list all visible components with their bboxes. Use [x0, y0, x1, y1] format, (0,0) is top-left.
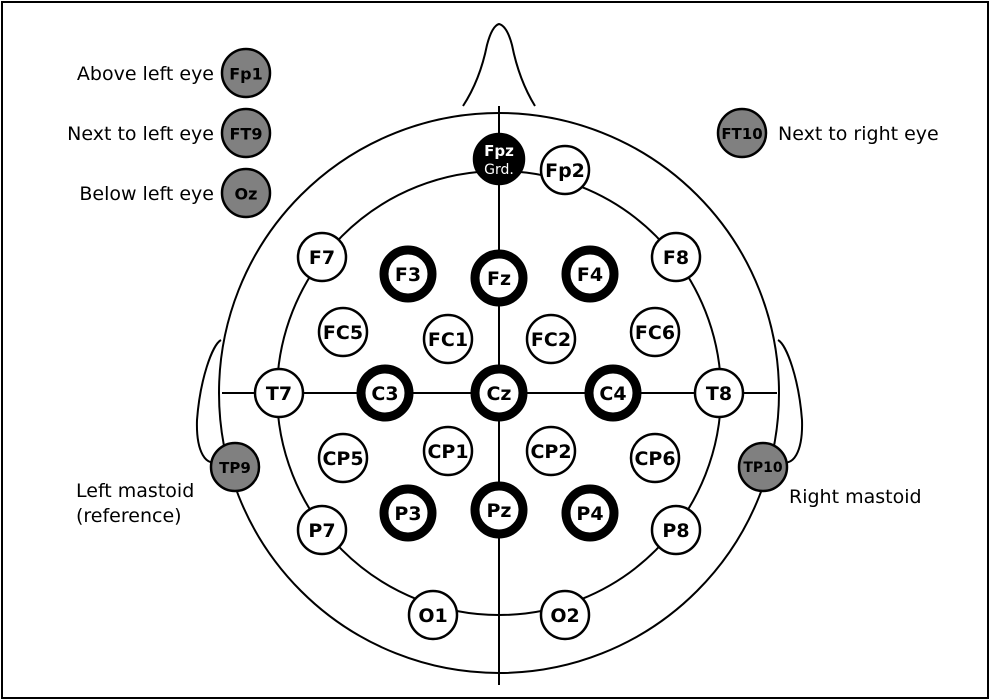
electrode-fpz: Fpz Grd. [472, 132, 526, 186]
electrode-tp9: TP9 [209, 441, 261, 493]
electrode-cp2-label: CP2 [530, 441, 571, 463]
electrode-p7-label: P7 [308, 520, 335, 542]
electrode-t8-label: T8 [706, 383, 732, 405]
electrode-fc2: FC2 [525, 313, 577, 365]
electrode-fc6-label: FC6 [635, 322, 675, 344]
electrode-c4: C4 [584, 364, 642, 422]
electrode-f4: F4 [561, 245, 619, 303]
electrode-f7-label: F7 [309, 247, 335, 269]
annotation-fp1: Above left eye [77, 63, 214, 85]
annotation-tp10: Right mastoid [789, 486, 922, 508]
electrode-t7: T7 [253, 367, 305, 419]
electrode-p8-label: P8 [662, 520, 689, 542]
electrode-cp6: CP6 [629, 432, 681, 484]
electrode-c3: C3 [356, 364, 414, 422]
electrode-cp2: CP2 [525, 425, 577, 477]
electrode-fpz-sublabel: Grd. [484, 162, 514, 178]
electrode-fp1: Fp1 [220, 47, 272, 99]
electrode-fc5: FC5 [317, 306, 369, 358]
electrode-f7: F7 [296, 231, 348, 283]
electrode-f8-label: F8 [663, 247, 689, 269]
electrode-pz: Pz [470, 481, 528, 539]
electrode-cz: Cz [470, 364, 528, 422]
electrode-fp2-label: Fp2 [545, 160, 585, 182]
electrode-tp10-label: TP10 [743, 460, 783, 476]
annotation-ft10: Next to right eye [778, 123, 939, 145]
electrode-fc5-label: FC5 [323, 322, 363, 344]
electrode-fc2-label: FC2 [531, 329, 571, 351]
electrode-o2-label: O2 [550, 605, 579, 627]
electrode-oz: Oz [220, 167, 272, 219]
electrode-ft10-label: FT10 [721, 125, 762, 143]
electrode-c3-label: C3 [371, 383, 398, 405]
electrode-fc1: FC1 [422, 313, 474, 365]
electrode-tp10: TP10 [737, 441, 789, 493]
electrode-p3-label: P3 [394, 503, 421, 525]
electrode-ft10: FT10 [716, 107, 768, 159]
electrode-p8: P8 [650, 504, 702, 556]
electrode-cp5-label: CP5 [322, 448, 363, 470]
annotation-tp9-line1: Left mastoid [76, 480, 194, 502]
electrode-fc1-label: FC1 [428, 329, 468, 351]
electrode-oz-label: Oz [235, 185, 258, 204]
electrode-o2: O2 [539, 589, 591, 641]
electrode-o1: O1 [407, 589, 459, 641]
electrode-f8: F8 [650, 231, 702, 283]
electrode-fp1-label: Fp1 [229, 65, 263, 84]
annotation-tp9-line2: (reference) [76, 505, 182, 527]
electrode-tp9-label: TP9 [219, 459, 251, 477]
electrode-cp1: CP1 [422, 425, 474, 477]
electrode-fz-label: Fz [487, 268, 511, 290]
electrode-fp2: Fp2 [539, 144, 591, 196]
electrode-p3: P3 [379, 484, 437, 542]
electrode-fpz-label: Fpz [484, 142, 514, 160]
electrode-ft9: FT9 [220, 107, 272, 159]
electrode-cz-label: Cz [486, 383, 511, 405]
electrode-p7: P7 [296, 504, 348, 556]
electrode-cp6-label: CP6 [634, 448, 675, 470]
electrode-f3-label: F3 [395, 264, 421, 286]
electrode-o1-label: O1 [418, 605, 447, 627]
right-ear [776, 339, 804, 464]
electrode-cp5: CP5 [317, 432, 369, 484]
electrode-p4: P4 [561, 484, 619, 542]
annotation-oz: Below left eye [79, 183, 214, 205]
electrode-c4-label: C4 [599, 383, 626, 405]
electrode-fc6: FC6 [629, 306, 681, 358]
electrode-p4-label: P4 [576, 503, 603, 525]
left-ear [195, 339, 223, 464]
electrode-fz: Fz [470, 249, 528, 307]
annotation-ft9: Next to left eye [67, 123, 214, 145]
electrode-pz-label: Pz [487, 500, 512, 522]
electrode-cp1-label: CP1 [427, 441, 468, 463]
electrode-f4-label: F4 [577, 264, 603, 286]
electrode-ft9-label: FT9 [230, 125, 263, 144]
electrode-t7-label: T7 [266, 383, 292, 405]
electrode-f3: F3 [379, 245, 437, 303]
electrode-t8: T8 [693, 367, 745, 419]
nose [462, 22, 536, 107]
